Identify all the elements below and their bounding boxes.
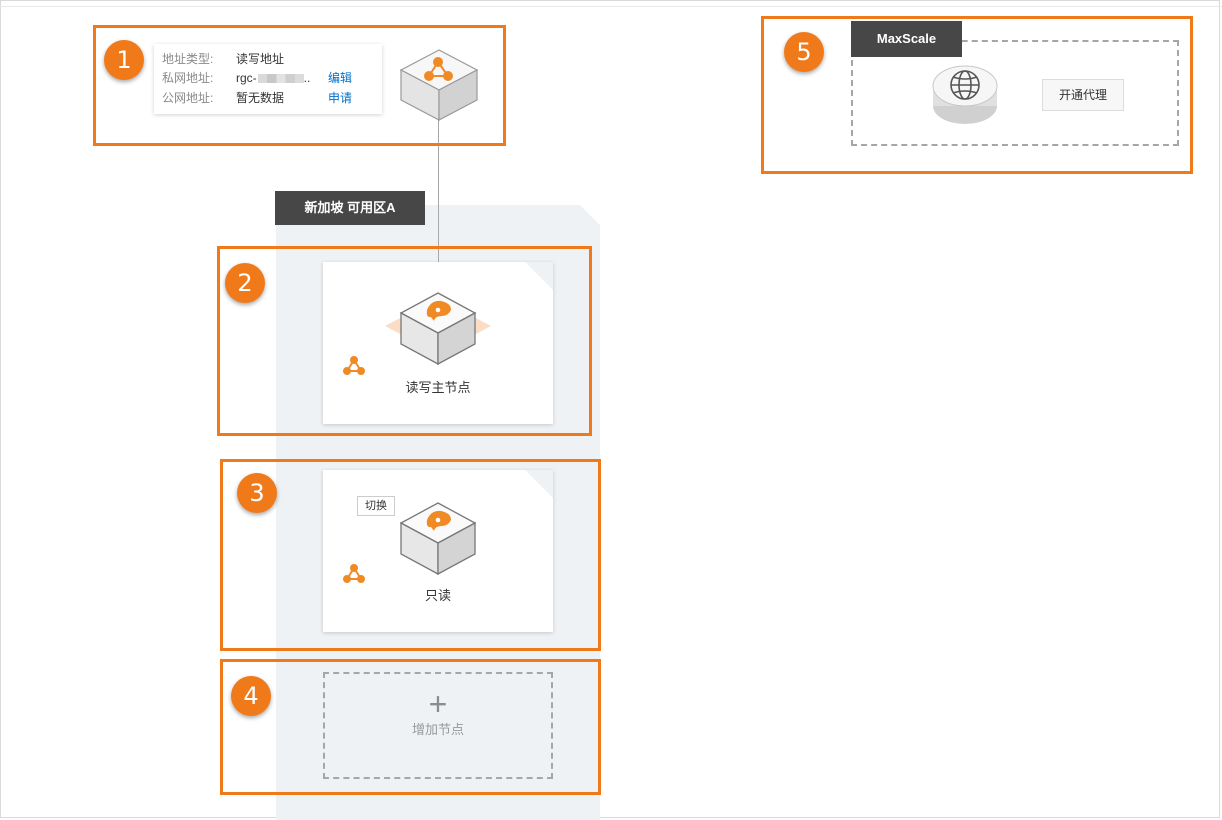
private-address-value: rgc-.. (236, 71, 311, 85)
callout-frame-4 (220, 659, 601, 795)
address-card: 地址类型: 读写地址 私网地址: rgc-.. 编辑 公网地址: 暂无数据 申请 (154, 44, 382, 114)
readonly-node-card[interactable]: 切换 只读 (323, 470, 553, 632)
address-type-row: 地址类型: 读写地址 (162, 50, 382, 68)
public-address-label: 公网地址: (162, 91, 214, 105)
enable-proxy-button[interactable]: 开通代理 (1042, 79, 1124, 111)
apply-link[interactable]: 申请 (328, 91, 353, 105)
database-cube-icon (385, 292, 491, 366)
callout-badge-1: 1 (104, 40, 144, 80)
readonly-node-label: 只读 (424, 588, 451, 603)
node-cluster-icon (343, 356, 365, 375)
plus-icon: + (428, 686, 448, 722)
callout-badge-3: 3 (237, 473, 277, 513)
add-node-label: 增加节点 (411, 722, 464, 737)
primary-node-card[interactable]: 读写主节点 (323, 262, 553, 424)
globe-icon (932, 65, 998, 124)
address-type-label: 地址类型: (162, 52, 214, 66)
callout-frame-5 (761, 16, 1193, 174)
node-cluster-icon (343, 564, 365, 583)
public-address-row: 公网地址: 暂无数据 申请 (162, 89, 382, 107)
private-address-label: 私网地址: (162, 71, 214, 85)
top-divider (0, 6, 1222, 7)
edit-link[interactable]: 编辑 (328, 71, 353, 85)
callout-frame-3 (220, 459, 601, 651)
callout-badge-4: 4 (231, 676, 271, 716)
callout-badge-5: 5 (784, 32, 824, 72)
masked-text (257, 74, 304, 84)
network-cube-icon[interactable] (398, 47, 480, 123)
primary-node-label: 读写主节点 (405, 380, 471, 395)
public-address-value: 暂无数据 (236, 91, 285, 105)
private-address-row: 私网地址: rgc-.. 编辑 (162, 69, 382, 87)
connector-line (438, 118, 439, 263)
address-type-value: 读写地址 (236, 52, 285, 66)
maxscale-label: MaxScale (851, 21, 962, 57)
database-cube-icon (399, 502, 477, 576)
maxscale-area (851, 40, 1179, 146)
callout-frame-2 (217, 246, 592, 436)
zone-label: 新加坡 可用区A (275, 191, 425, 225)
switch-button[interactable]: 切换 (357, 496, 395, 516)
callout-frame-1 (93, 25, 506, 146)
add-node-button[interactable]: + 增加节点 (323, 672, 553, 779)
callout-badge-2: 2 (225, 263, 265, 303)
